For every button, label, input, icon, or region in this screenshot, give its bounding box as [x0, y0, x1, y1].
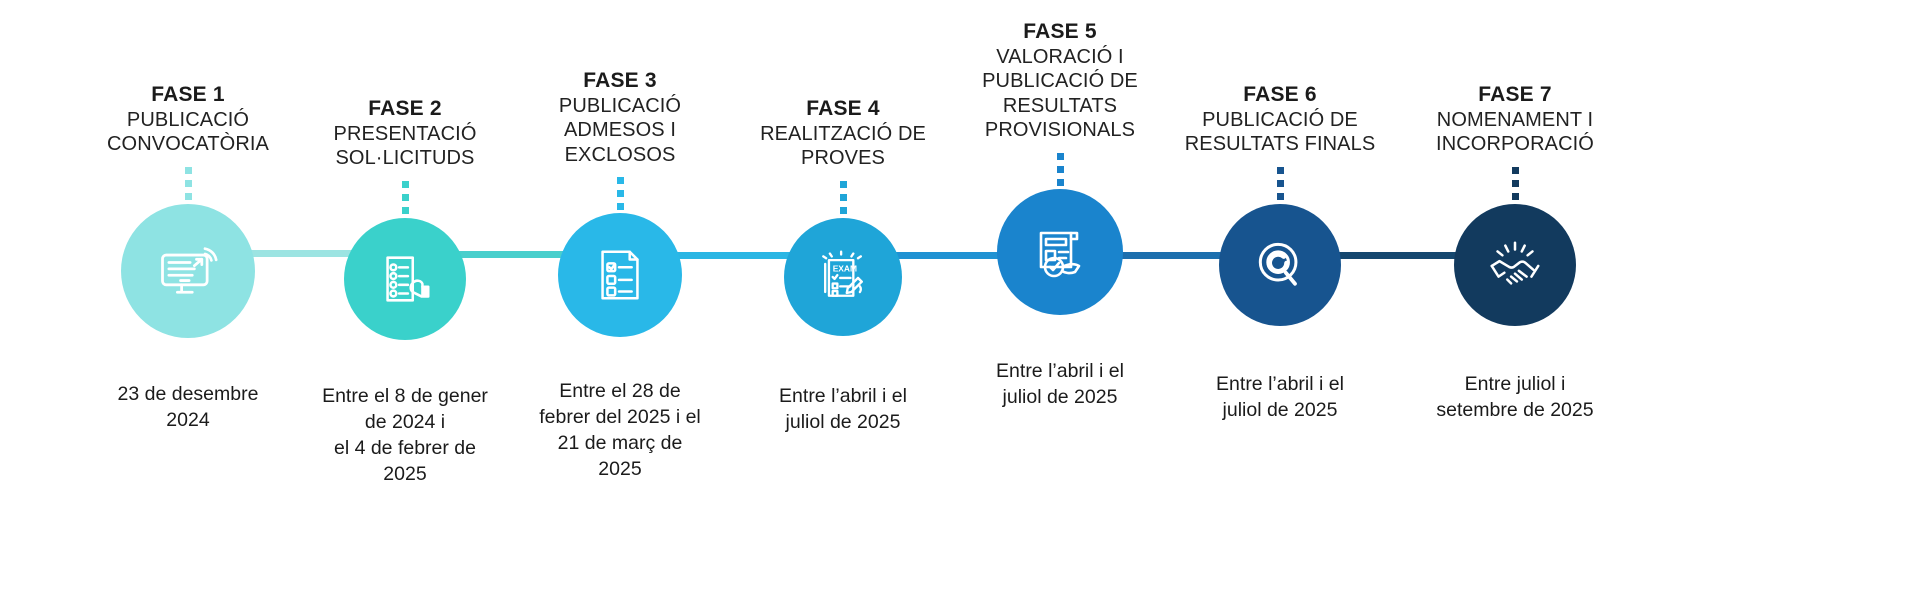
connector-segment-1-2	[205, 250, 385, 257]
phase-1-dashed-connector	[184, 166, 192, 204]
phase-2-dashed-connector	[401, 180, 409, 218]
phase-6-subtitle: PUBLICACIÓ DE RESULTATS FINALS	[1184, 109, 1376, 156]
phase-1-header: FASE 1 PUBLICACIÓ CONVOCATÒRIA	[107, 82, 269, 157]
phase-7-circle[interactable]	[1454, 203, 1576, 326]
phase-1-title: FASE 1	[151, 83, 225, 106]
phase-4-title: FASE 4	[806, 97, 880, 120]
phase-1-circle[interactable]	[121, 203, 255, 338]
phase-5-circle[interactable]	[997, 188, 1123, 315]
phase-1-subtitle: PUBLICACIÓ CONVOCATÒRIA	[107, 109, 269, 156]
phase-3-title: FASE 3	[583, 69, 657, 92]
phase-2-date: Entre el 8 de gener de 2024 i el 4 de fe…	[322, 384, 488, 485]
phase-3-circle[interactable]	[558, 213, 682, 338]
monitor-broadcast-icon	[161, 247, 218, 294]
phase-5-subtitle: VALORACIÓ I PUBLICACIÓ DE RESULTATS PROV…	[982, 46, 1138, 142]
phase-4-circle[interactable]: EXAM	[784, 217, 902, 336]
phase-6-header: FASE 6 PUBLICACIÓ DE RESULTATS FINALS	[1185, 82, 1376, 157]
phase-5[interactable]: FASE 5 VALORACIÓ I PUBLICACIÓ DE RESULTA…	[905, 19, 1215, 410]
checklist-document-icon	[601, 250, 639, 300]
phase-6-dashed-connector	[1276, 166, 1284, 204]
phase-5-title: FASE 5	[1023, 20, 1097, 43]
phase-5-dashed-connector	[1056, 152, 1064, 189]
phase-7[interactable]: FASE 7 NOMENAMENT I INCORPORACIÓ Entre j…	[1360, 82, 1670, 424]
phase-2[interactable]: FASE 2 PRESENTACIÓ SOL·LICITUDS	[250, 96, 560, 488]
phase-7-header: FASE 7 NOMENAMENT I INCORPORACIÓ	[1436, 82, 1594, 157]
connector-segment-4-5	[820, 252, 1040, 259]
connector-segment-3-4	[600, 252, 830, 259]
phase-7-subtitle: NOMENAMENT I INCORPORACIÓ	[1436, 109, 1594, 156]
connector-segment-2-3	[372, 251, 612, 258]
target-magnifier-icon	[1258, 242, 1298, 286]
phase-3-date: Entre el 28 de febrer del 2025 i el 21 d…	[539, 380, 701, 480]
phase-2-header: FASE 2 PRESENTACIÓ SOL·LICITUDS	[334, 96, 477, 171]
connector-segment-6-7	[1255, 252, 1490, 259]
checklist-hand-icon	[386, 256, 430, 302]
phase-3-dashed-connector	[616, 177, 624, 214]
phase-2-title: FASE 2	[368, 97, 442, 120]
phase-6[interactable]: FASE 6 PUBLICACIÓ DE RESULTATS FINALS En…	[1125, 82, 1435, 424]
phase-4-dashed-connector	[839, 180, 847, 218]
phase-2-circle[interactable]	[344, 217, 466, 340]
phase-7-date: Entre juliol i setembre de 2025	[1436, 372, 1594, 421]
phase-1[interactable]: FASE 1 PUBLICACIÓ CONVOCATÒRIA	[33, 82, 343, 434]
phase-7-title: FASE 7	[1478, 83, 1552, 106]
phase-3[interactable]: FASE 3 PUBLICACIÓ ADMESOS I EXCLOSOS	[465, 68, 775, 483]
svg-text:EXAM: EXAM	[833, 263, 857, 273]
exam-pencil-icon: EXAM	[822, 250, 863, 297]
phase-6-circle[interactable]	[1219, 203, 1341, 326]
phase-4-subtitle: REALITZACIÓ DE PROVES	[760, 123, 926, 170]
phase-5-date: Entre l’abril i el juliol de 2025	[996, 359, 1124, 408]
phase-4-date: Entre l’abril i el juliol de 2025	[779, 384, 907, 433]
phase-3-subtitle: PUBLICACIÓ ADMESOS I EXCLOSOS	[558, 95, 682, 166]
phase-4[interactable]: FASE 4 REALITZACIÓ DE PROVES EXAM	[688, 96, 998, 436]
phase-6-date: Entre l’abril i el juliol de 2025	[1216, 372, 1344, 421]
certificate-check-icon	[1039, 231, 1081, 277]
phase-1-date: 23 de desembre 2024	[117, 382, 259, 431]
phase-7-dashed-connector	[1511, 166, 1519, 204]
phase-3-header: FASE 3 PUBLICACIÓ ADMESOS I EXCLOSOS	[559, 68, 681, 167]
handshake-icon	[1490, 241, 1540, 285]
phase-5-header: FASE 5 VALORACIÓ I PUBLICACIÓ DE RESULTA…	[982, 19, 1138, 143]
phase-6-title: FASE 6	[1243, 83, 1317, 106]
phase-2-subtitle: PRESENTACIÓ SOL·LICITUDS	[333, 123, 477, 170]
phase-4-header: FASE 4 REALITZACIÓ DE PROVES	[760, 96, 926, 171]
connector-segment-5-6	[1030, 252, 1265, 259]
